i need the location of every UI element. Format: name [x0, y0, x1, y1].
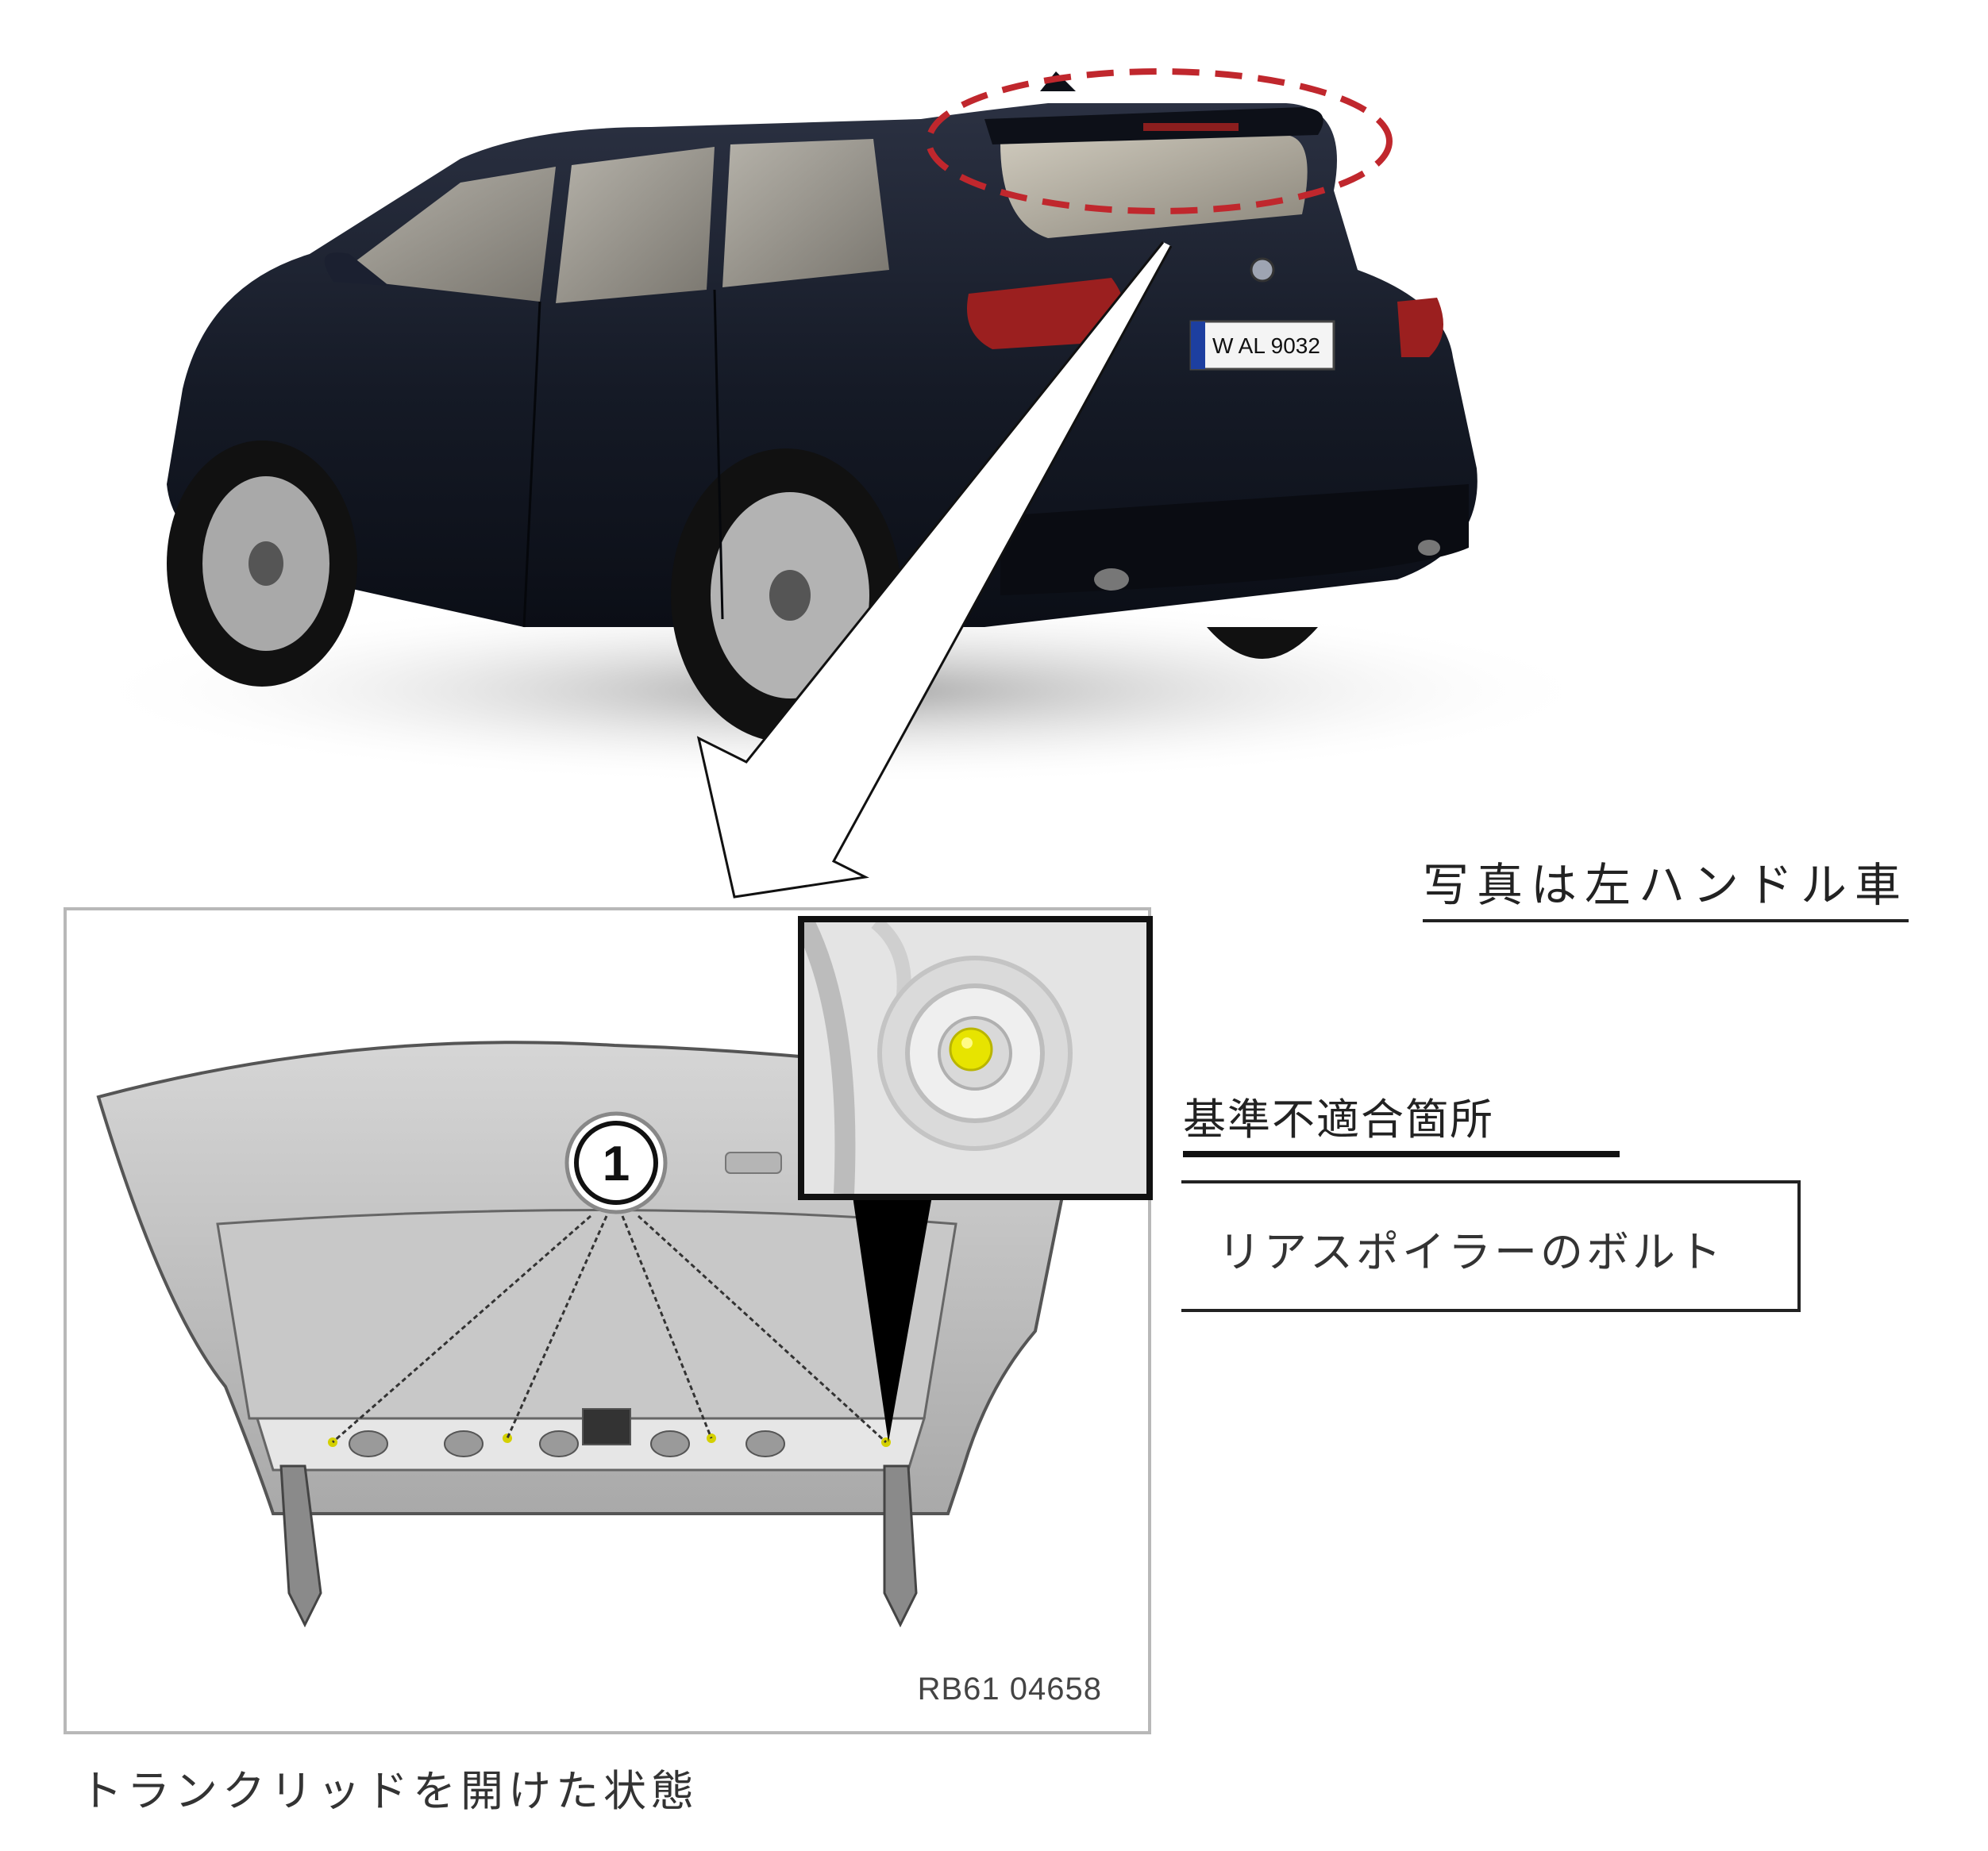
bolt-closeup	[804, 922, 1146, 1194]
license-plate	[1189, 320, 1335, 371]
trunk-lid-inner	[216, 1209, 957, 1420]
side-window-rear	[722, 139, 889, 287]
image-reference-code: RB61 04658	[917, 1672, 1102, 1707]
callout-1: 1	[564, 1111, 668, 1214]
brake-light	[1143, 123, 1239, 131]
nonconformity-box: リアスポイラーのボルト	[1181, 1180, 1801, 1312]
hinge-left	[279, 1464, 322, 1628]
license-plate-text: W AL 9032	[1212, 333, 1320, 358]
side-window-front	[333, 167, 556, 302]
exhaust-right	[1418, 540, 1440, 556]
bolt-head	[949, 1027, 993, 1072]
tail-light-right	[1397, 298, 1443, 357]
car-rear-photo: W AL 9032	[79, 71, 1604, 786]
inset-pointer	[853, 1196, 932, 1442]
trunk-lid-figure: 1 RB61 04658	[64, 907, 1151, 1734]
hinge-right	[883, 1464, 918, 1628]
wheel-rear	[671, 448, 901, 742]
callout-number: 1	[603, 1137, 630, 1191]
bmw-badge	[1250, 257, 1275, 283]
callout-leader-lines	[332, 1214, 888, 1444]
trunk-caption: トランクリッドを開けた状態	[79, 1766, 699, 1816]
mount-bolts	[349, 1408, 785, 1457]
heading-underline	[1183, 1151, 1620, 1157]
nonconformity-item: リアスポイラーのボルト	[1218, 1227, 1724, 1277]
wheel-front	[167, 441, 357, 687]
left-hand-drive-note: 写真は左ハンドル車	[1423, 848, 1909, 922]
nonconformity-heading: 基準不適合箇所	[1183, 1095, 1494, 1145]
side-mirror	[324, 252, 389, 286]
bolt-detail-inset	[798, 916, 1153, 1200]
wheel-far-rear	[1207, 627, 1318, 659]
exhaust-left	[1094, 568, 1129, 591]
side-window-mid	[556, 147, 715, 303]
